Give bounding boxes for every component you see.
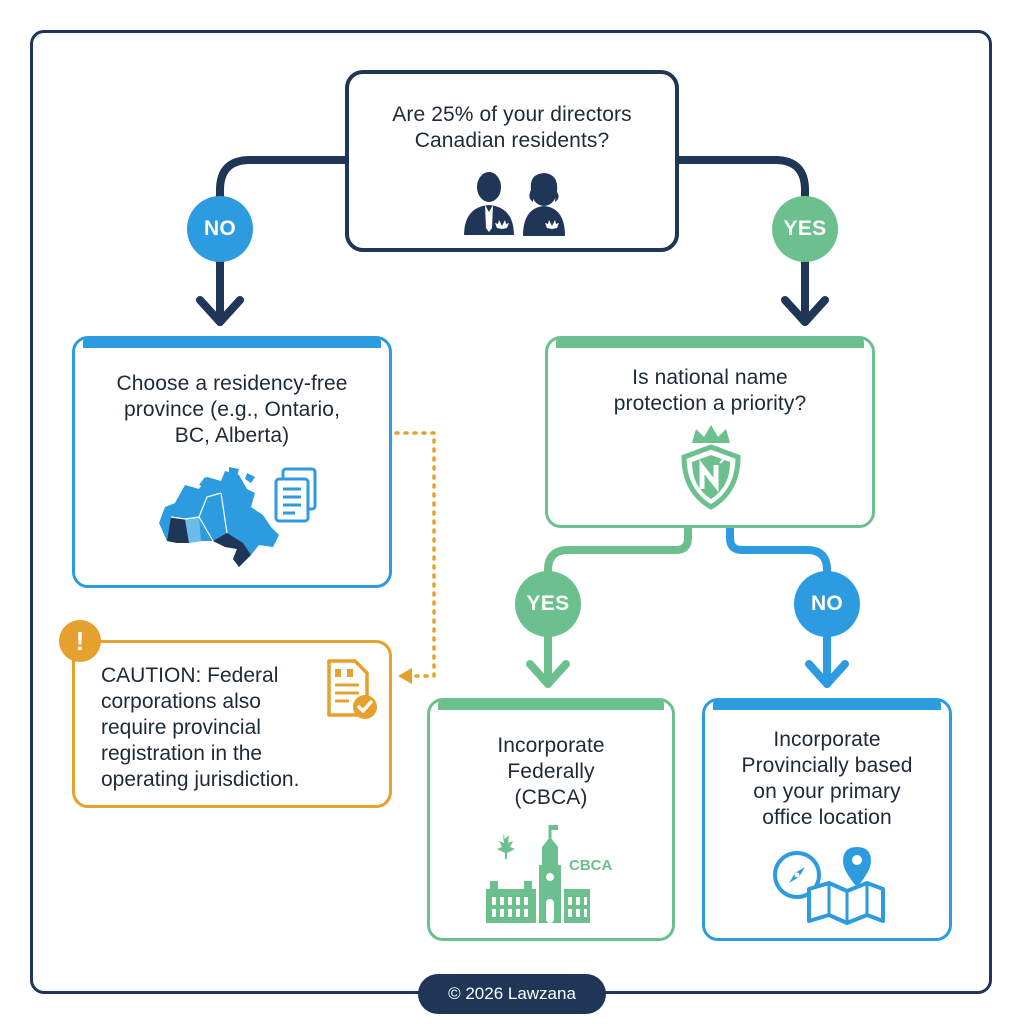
connector-main-yes [675, 156, 809, 326]
documents-icon [274, 467, 317, 523]
copyright-badge: © 2026 Lawzana [418, 974, 606, 1014]
arrowhead-main-yes [781, 296, 829, 326]
name-protection-text: Is national name protection a priority? [613, 366, 807, 415]
residency-free-box: Choose a residency-free province (e.g., … [72, 336, 392, 588]
certificate-check-icon [327, 659, 377, 719]
arrowhead-sub-yes [526, 660, 570, 688]
residency-free-text: Choose a residency-free province (e.g., … [116, 372, 348, 447]
question-box: Are 25% of your directors Canadian resid… [345, 70, 679, 252]
box-top-accent [713, 700, 941, 710]
box-top-accent [556, 338, 864, 348]
shield-crown-icon [681, 425, 741, 510]
alert-icon: ! [59, 620, 101, 662]
branch-no-badge: NO [187, 196, 253, 262]
compass-icon [773, 851, 821, 899]
caution-text: CAUTION: Federal corporations also requi… [101, 664, 300, 791]
parliament-icon [486, 825, 590, 923]
box-top-accent [83, 338, 381, 348]
branch-yes-badge: YES [772, 196, 838, 262]
box-top-accent [438, 700, 664, 710]
question-text: Are 25% of your directors Canadian resid… [392, 103, 632, 152]
sub-no-badge: NO [794, 571, 860, 637]
provincial-text: Incorporate Provincially based on your p… [741, 728, 913, 829]
cbca-icon-label: CBCA [569, 857, 613, 874]
provincial-box: Incorporate Provincially based on your p… [702, 698, 952, 941]
arrowhead-main-no [196, 296, 244, 326]
federal-box: Incorporate Federally (CBCA) CBCA [427, 698, 675, 941]
arrowhead-sub-no [805, 660, 849, 688]
caution-box: CAUTION: Federal corporations also requi… [72, 640, 392, 808]
canada-map-icon [159, 467, 279, 567]
caution-link-arrowhead [398, 668, 412, 684]
caution-link [394, 431, 436, 678]
connector-sub-yes [544, 524, 692, 688]
name-protection-box: Is national name protection a priority? [545, 336, 875, 528]
connector-sub-no [726, 524, 831, 688]
federal-text: Incorporate Federally (CBCA) [497, 734, 605, 809]
map-pin-icon [807, 847, 885, 925]
sub-yes-badge: YES [515, 571, 581, 637]
directors-icon [461, 170, 565, 237]
connector-main-no [216, 156, 349, 326]
